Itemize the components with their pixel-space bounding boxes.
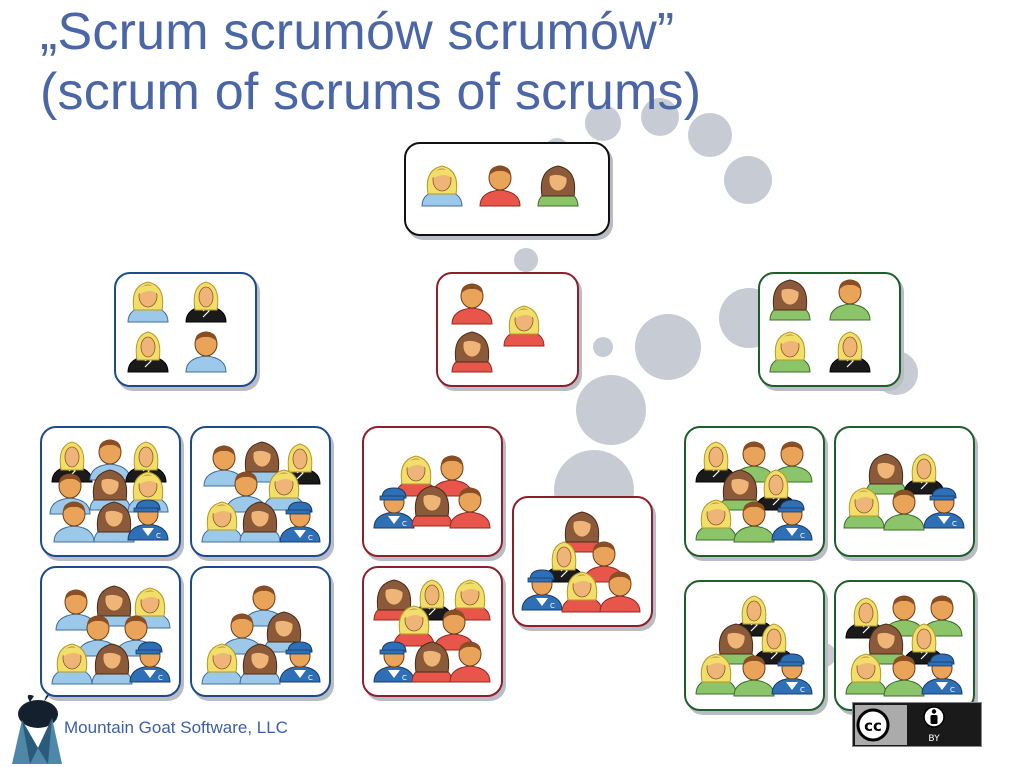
mid-team-blue <box>114 272 257 387</box>
team-green-1 <box>684 426 825 557</box>
company-name: Mountain Goat Software, LLC <box>64 718 288 737</box>
by-label: BY <box>928 734 940 744</box>
title-line-2: (scrum of scrums of scrums) <box>40 63 702 121</box>
team-blue-4 <box>190 566 331 697</box>
team-red-2 <box>512 496 653 627</box>
top-team-box <box>404 142 610 236</box>
mountain-goat-logo-icon <box>12 694 62 764</box>
cc-by-license-badge[interactable]: cc BY <box>852 702 982 747</box>
slide-title: „Scrum scrumów scrumów” (scrum of scrums… <box>40 2 701 122</box>
team-red-1 <box>362 426 503 557</box>
team-blue-1 <box>40 426 181 557</box>
mid-team-red <box>436 272 579 387</box>
team-green-3 <box>684 580 825 711</box>
team-green-2 <box>834 426 975 557</box>
mid-team-green <box>758 272 901 387</box>
team-red-3 <box>362 566 503 697</box>
title-line-1: „Scrum scrumów scrumów” <box>40 3 675 61</box>
cc-icon <box>856 708 890 742</box>
cc-symbol-text: cc <box>864 717 882 735</box>
team-blue-3 <box>40 566 181 697</box>
team-blue-2 <box>190 426 331 557</box>
team-green-4 <box>834 580 975 711</box>
